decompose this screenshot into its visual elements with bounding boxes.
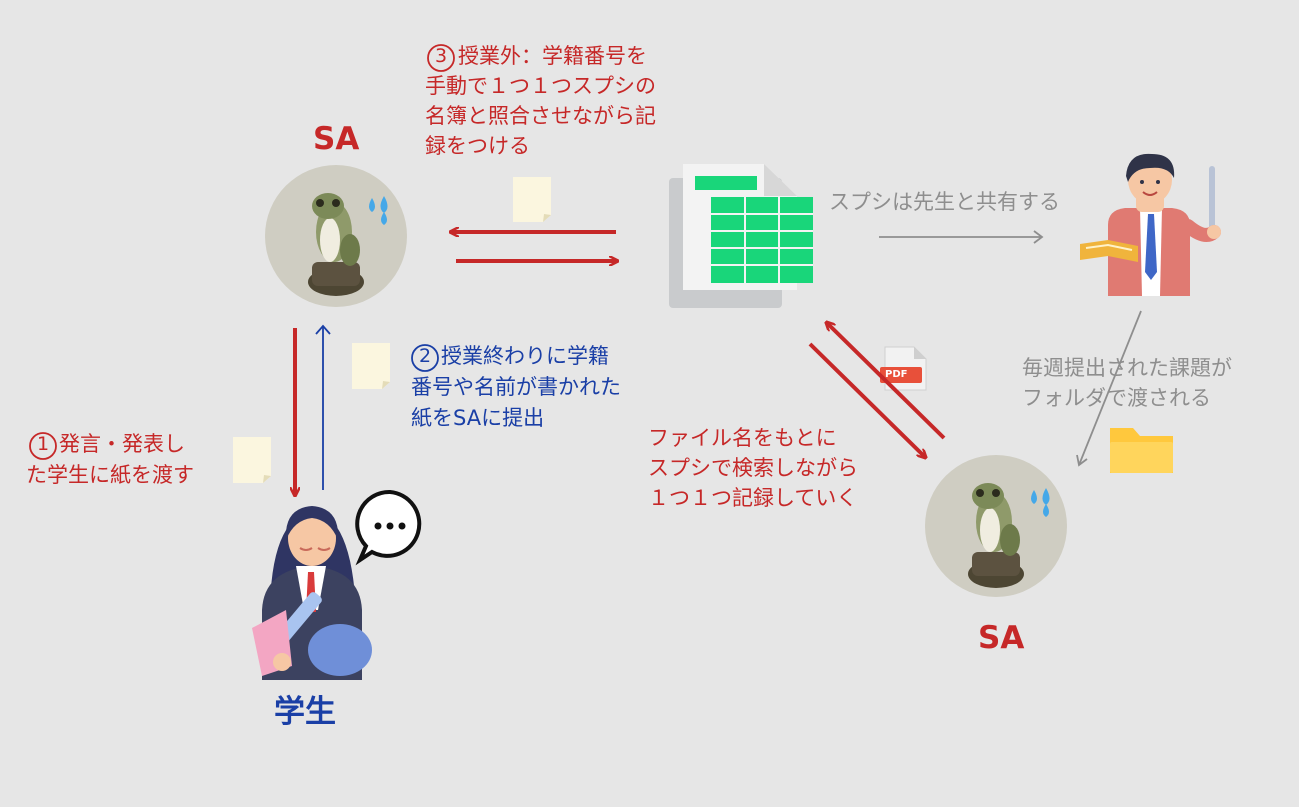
paper-note-icon	[233, 437, 271, 483]
step3-line2: 手動で１つ１つスプシの	[425, 74, 656, 98]
step3-line3: 名簿と照合させながら記	[425, 104, 656, 128]
step3-number: 3	[435, 45, 448, 67]
step3-line1: 授業外：学籍番号を	[458, 44, 647, 68]
step1-number: 1	[37, 433, 50, 455]
frog-avatar-icon	[968, 483, 1024, 588]
sa-right-label: SA	[978, 620, 1025, 656]
weekly-line2: フォルダで渡される	[1022, 386, 1211, 410]
sa-top-label: SA	[313, 121, 360, 157]
sa-avatar-right	[925, 455, 1067, 597]
step3-line4: 録をつける	[425, 134, 530, 158]
weekly-line1: 毎週提出された課題が	[1022, 356, 1232, 380]
speech-bubble-icon	[355, 489, 422, 566]
arrow-teacher-to-sa-right	[1076, 310, 1142, 467]
student-label: 学生	[274, 694, 336, 730]
arrow-sheet-to-teacher	[879, 230, 1044, 244]
search-line3: １つ１つ記録していく	[648, 486, 858, 510]
step2-circle	[411, 344, 439, 372]
folder-icon	[1110, 428, 1173, 473]
pdf-tag-label: PDF	[885, 369, 908, 380]
step2-line1: 授業終わりに学籍	[441, 344, 609, 368]
step1-circle	[29, 432, 57, 460]
frog-avatar-icon	[308, 193, 364, 296]
sa-avatar-top	[265, 165, 407, 307]
step2-line3: 紙をSAに提出	[411, 406, 545, 430]
search-line1: ファイル名をもとに	[648, 426, 837, 450]
student-icon	[252, 506, 372, 680]
step3-circle	[427, 44, 455, 72]
arrow-sa-right-to-sheet	[826, 322, 946, 440]
arrow-student-to-sa	[315, 324, 331, 490]
pdf-file-icon	[880, 346, 927, 391]
step2-number: 2	[419, 345, 432, 367]
step2-line2: 番号や名前が書かれた	[411, 375, 621, 399]
teacher-icon	[1080, 153, 1221, 296]
spreadsheet-icon	[669, 164, 813, 308]
share-text: スプシは先生と共有する	[829, 190, 1060, 214]
step1-line1: 発言・発表し	[59, 432, 185, 456]
paper-note-icon	[352, 343, 390, 389]
search-line2: スプシで検索しながら	[648, 456, 858, 480]
paper-note-icon	[513, 177, 551, 222]
sweat-drop-icon	[1031, 488, 1050, 517]
sweat-drop-icon	[369, 196, 388, 225]
arrow-sheet-to-sa-right	[808, 342, 926, 458]
step1-line2: た学生に紙を渡す	[26, 463, 194, 487]
